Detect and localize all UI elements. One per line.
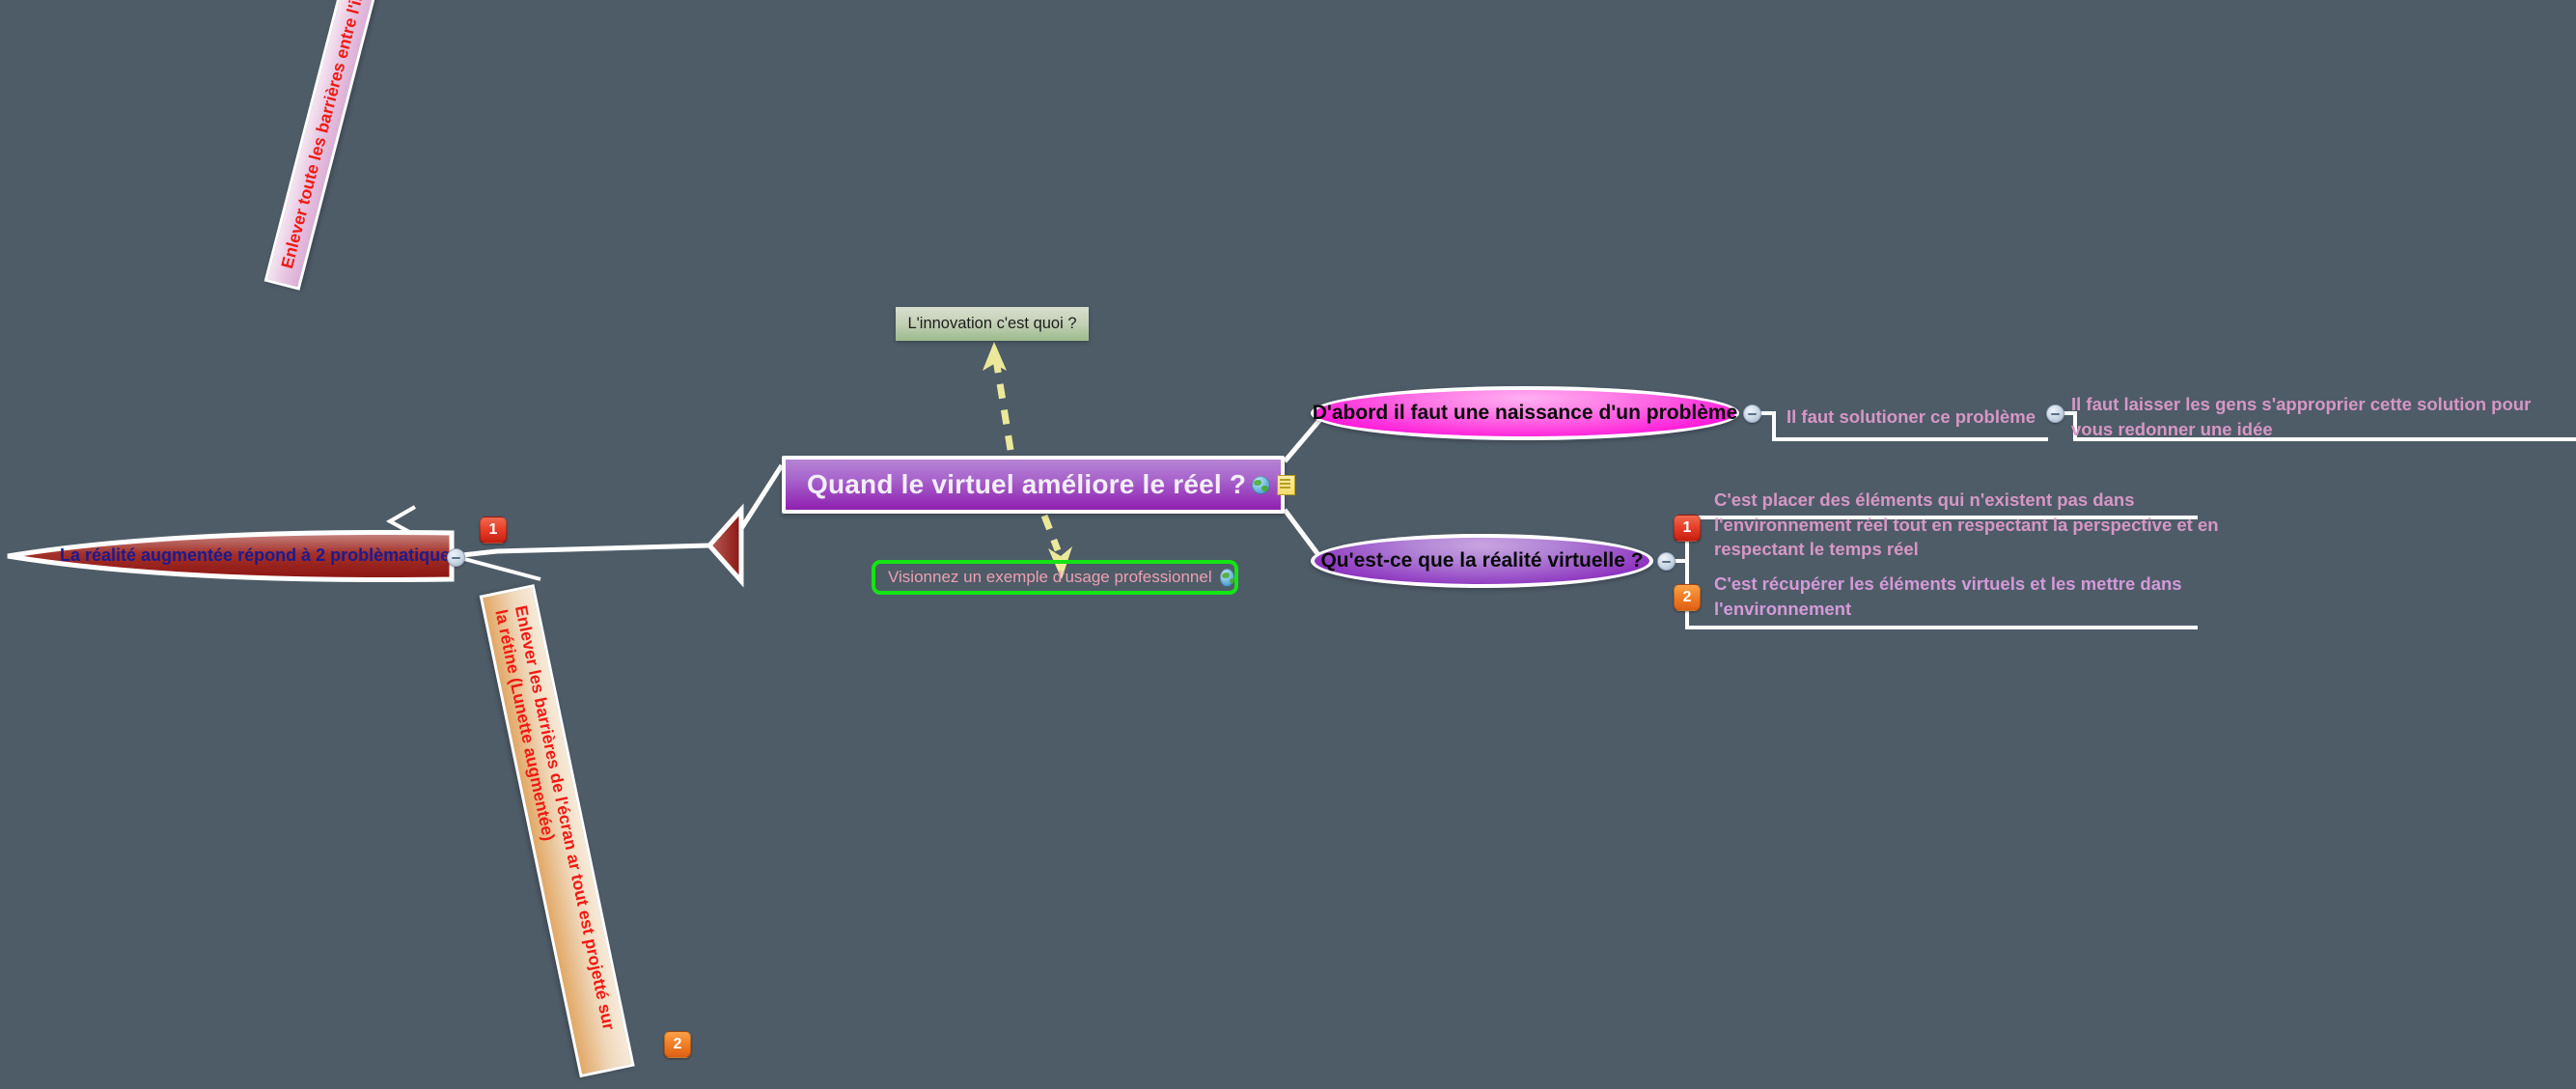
branch-node-probleme[interactable]: D'abord il faut une naissance d'un probl… — [1311, 386, 1739, 440]
leaf-node-solutioner[interactable]: Il faut solutioner ce problème — [1787, 406, 2036, 427]
callout-innovation[interactable]: L'innovation c'est quoi ? — [896, 307, 1089, 341]
callout-innovation-label: L'innovation c'est quoi ? — [907, 315, 1077, 332]
collapse-toggle-probleme[interactable] — [1743, 405, 1761, 423]
subbranch-node-cerveau-label: Enlever toute les barrières entre l'info… — [276, 0, 414, 271]
subbranch-node-cerveau[interactable]: Enlever toute les barrières entre l'info… — [263, 0, 430, 291]
branch-node-realite-augmentee-label: La réalité augmentée répond à 2 problèma… — [60, 545, 460, 565]
branch-node-probleme-label: D'abord il faut une naissance d'un probl… — [1312, 402, 1738, 424]
root-node-label: Quand le virtuel améliore le réel ? — [807, 469, 1247, 499]
subbranch-node-retine-label: Enlever les barrières de l'écran ar tout… — [487, 589, 623, 1056]
leaf-node-recuperer-elements[interactable]: C'est récupérer les éléments virtuels et… — [1714, 573, 2182, 619]
branch-node-realite-virtuelle[interactable]: Qu'est-ce que la réalité virtuelle ? — [1311, 534, 1653, 588]
root-node[interactable]: Quand le virtuel améliore le réel ? — [782, 456, 1296, 514]
arrowhead-innovation — [983, 342, 1007, 371]
leaf-node-placer-elements[interactable]: C'est placer des éléments qui n'existent… — [1714, 489, 2219, 560]
badge-number-cerveau: 1 — [480, 517, 507, 544]
branch-wedge-left — [706, 503, 744, 588]
subbranch-node-retine[interactable]: Enlever les barrières de l'écran ar tout… — [479, 584, 635, 1078]
badge-number-recuperer: 2 — [1674, 584, 1701, 611]
callout-exemple-label: Visionnez un exemple d'usage professionn… — [888, 568, 1212, 586]
note-icon[interactable] — [1277, 474, 1296, 495]
arrow-root-to-innovation — [992, 358, 1014, 451]
edge-root-to-left-wedge — [731, 463, 785, 543]
globe-icon[interactable] — [1252, 475, 1271, 494]
callout-exemple[interactable]: Visionnez un exemple d'usage professionn… — [872, 560, 1238, 595]
globe-icon[interactable] — [1219, 568, 1234, 587]
edge-ra-to-retine — [453, 554, 541, 581]
branch-node-realite-virtuelle-label: Qu'est-ce que la réalité virtuelle ? — [1320, 549, 1644, 572]
subbranch-node-retine-line1: Enlever les barrières de l'écran ar tout… — [511, 603, 619, 1032]
collapse-toggle-realite-virtuelle[interactable] — [1657, 552, 1676, 571]
badge-number-placer: 1 — [1674, 515, 1701, 542]
badge-number-retine: 2 — [664, 1031, 691, 1058]
leaf-node-approprier[interactable]: Il faut laisser les gens s'approprier ce… — [2071, 394, 2532, 439]
collapse-toggle-solutioner[interactable] — [2046, 405, 2064, 423]
collapse-toggle-realite-augmentee[interactable] — [447, 548, 465, 567]
branch-node-realite-augmentee[interactable]: La réalité augmentée répond à 2 problèma… — [0, 533, 460, 581]
arrow-root-to-exemple — [1040, 514, 1062, 552]
edge-wedge-to-ra — [453, 543, 710, 559]
root-node-icons — [1252, 474, 1296, 495]
